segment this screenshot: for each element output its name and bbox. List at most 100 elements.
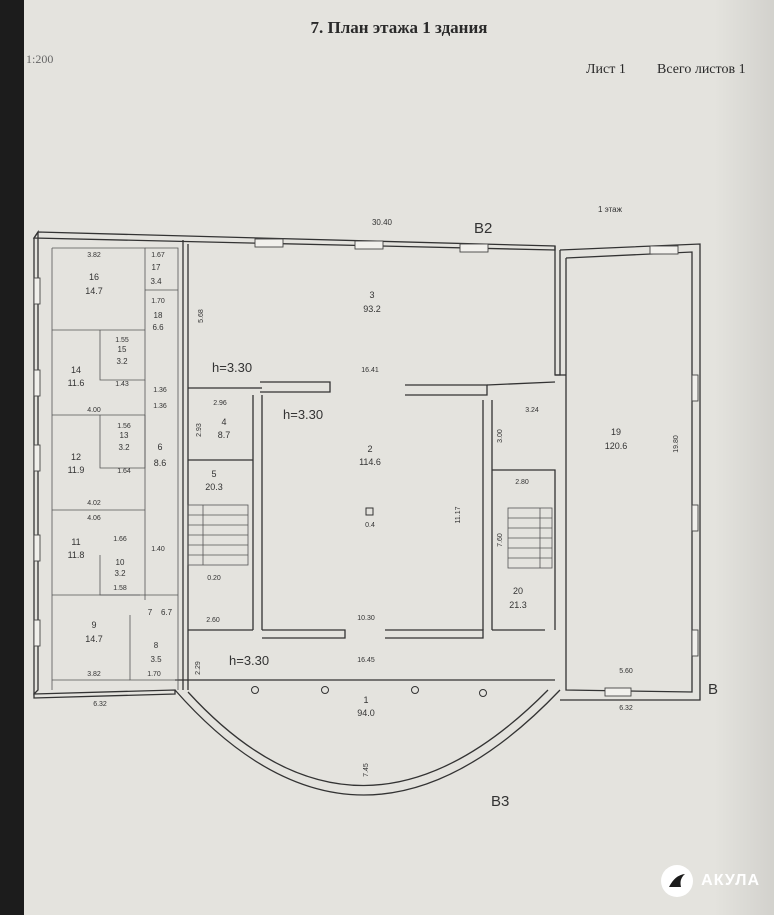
dim-label: 1.56 xyxy=(117,423,131,430)
dim-label: 1.70 xyxy=(151,298,165,305)
dim-label: 4.00 xyxy=(87,407,101,414)
heights-and-axes: h=3.30 h=3.30 h=3.30 В2 В В3 1 этаж xyxy=(212,205,718,810)
dim-label: 16.41 xyxy=(361,367,379,374)
columns xyxy=(251,507,487,697)
dim-label: 1.36 xyxy=(153,403,167,410)
room-area: 93.2 xyxy=(363,304,381,314)
dim-label: 1.43 xyxy=(115,381,129,388)
dim-label: 6.32 xyxy=(93,701,107,708)
drawing-title: 7. План этажа 1 здания xyxy=(310,18,488,37)
axis-label: В3 xyxy=(491,793,509,810)
drawing-sheet: 7. План этажа 1 здания 1:200 Лист 1 Всег… xyxy=(24,0,774,915)
room-area: 8.7 xyxy=(218,430,231,440)
room-no: 10 xyxy=(116,558,125,567)
watermark-text: АКУЛА xyxy=(701,872,760,889)
room-no: 17 xyxy=(152,263,161,272)
dim-label: 1.70 xyxy=(147,671,161,678)
room-no: 1 xyxy=(363,695,368,705)
axis-label: В xyxy=(708,681,718,698)
room-no: 9 xyxy=(91,620,96,630)
stairs xyxy=(187,504,553,569)
sheet-number: Лист 1 xyxy=(586,62,626,77)
dim-label: 3.82 xyxy=(87,252,101,259)
dim-label: 16.45 xyxy=(357,657,375,664)
dim-label: 1.67 xyxy=(151,252,165,259)
room-no: 8 xyxy=(154,641,159,650)
room-area: 6.7 xyxy=(161,608,173,617)
watermark: АКУЛА xyxy=(661,865,760,897)
room-no: 11 xyxy=(71,537,80,547)
room-area: 8.6 xyxy=(154,458,167,468)
room-no: 16 xyxy=(89,272,99,282)
room-labels: 1 94.0 2 114.6 3 93.2 4 8.7 5 20.3 6 8.6… xyxy=(68,263,628,718)
room-no: 15 xyxy=(118,345,127,354)
axis-label: В2 xyxy=(474,220,492,237)
dim-label: 0.4 xyxy=(365,522,375,529)
room-no: 4 xyxy=(221,417,226,427)
room-area: 20.3 xyxy=(205,482,223,492)
room-area: 3.2 xyxy=(118,443,130,452)
room-area: 11.9 xyxy=(68,465,85,475)
room-area: 11.6 xyxy=(68,378,85,388)
room-no: 3 xyxy=(369,290,374,300)
dim-label: 11.17 xyxy=(455,506,462,523)
ceiling-height: h=3.30 xyxy=(212,360,252,375)
dim-label: 7.60 xyxy=(497,533,504,547)
room-area: 3.2 xyxy=(116,357,128,366)
room-area: 120.6 xyxy=(605,441,628,451)
dim-label: 7.45 xyxy=(363,763,370,777)
dim-label: 4.02 xyxy=(87,500,101,507)
dim-label: 2.93 xyxy=(196,423,203,437)
dim-label: 1.40 xyxy=(151,546,165,553)
dim-label: 6.32 xyxy=(619,705,633,712)
dim-label: 19.80 xyxy=(673,435,680,453)
floor-label: 1 этаж xyxy=(598,205,623,214)
dim-label: 2.80 xyxy=(515,479,529,486)
ceiling-height: h=3.30 xyxy=(229,653,269,668)
dim-label: 4.06 xyxy=(87,515,101,522)
dim-label: 2.29 xyxy=(195,661,202,675)
dim-label: 1.55 xyxy=(115,337,129,344)
room-area: 21.3 xyxy=(509,600,527,610)
room-no: 2 xyxy=(367,444,372,454)
room-no: 20 xyxy=(513,586,523,596)
room-no: 14 xyxy=(71,365,81,375)
room-no: 18 xyxy=(154,311,163,320)
dimension-labels: 30.40 3.82 1.67 1.70 5.68 16.41 1.55 1.4… xyxy=(87,218,680,777)
dim-label: 2.96 xyxy=(213,400,227,407)
dim-label: 5.68 xyxy=(198,309,205,323)
dim-label: 3.82 xyxy=(87,671,101,678)
room-area: 3.5 xyxy=(150,655,162,664)
dim-label: 30.40 xyxy=(372,218,393,227)
dim-label: 5.60 xyxy=(619,668,633,675)
dim-label: 3.24 xyxy=(525,407,539,414)
ceiling-height: h=3.30 xyxy=(283,407,323,422)
room-no: 19 xyxy=(611,427,621,437)
dim-label: 10.30 xyxy=(357,615,375,622)
dim-label: 1.58 xyxy=(113,585,127,592)
room-no: 5 xyxy=(211,469,216,479)
room-no: 6 xyxy=(157,442,162,452)
room-no: 7 xyxy=(148,608,153,617)
dim-label: 3.00 xyxy=(497,429,504,443)
room-area: 94.0 xyxy=(357,708,375,718)
dim-label: 1.64 xyxy=(117,468,131,475)
room-area: 6.6 xyxy=(152,323,164,332)
room-area: 11.8 xyxy=(68,550,85,560)
left-rooms xyxy=(51,247,179,690)
inner-walls xyxy=(188,374,566,639)
room-area: 3.4 xyxy=(150,277,162,286)
scale-label: 1:200 xyxy=(26,52,54,66)
room-area: 14.7 xyxy=(85,286,103,296)
shark-logo-icon xyxy=(661,865,694,897)
room-area: 3.2 xyxy=(114,569,126,578)
windows xyxy=(33,238,699,697)
room-no: 13 xyxy=(120,431,129,440)
room-no: 12 xyxy=(71,452,81,462)
dim-label: 2.60 xyxy=(206,617,220,624)
dim-label: 1.66 xyxy=(113,536,127,543)
dim-label: 1.36 xyxy=(153,387,167,394)
room-area: 14.7 xyxy=(85,634,103,644)
dim-label: 0.20 xyxy=(207,575,221,582)
